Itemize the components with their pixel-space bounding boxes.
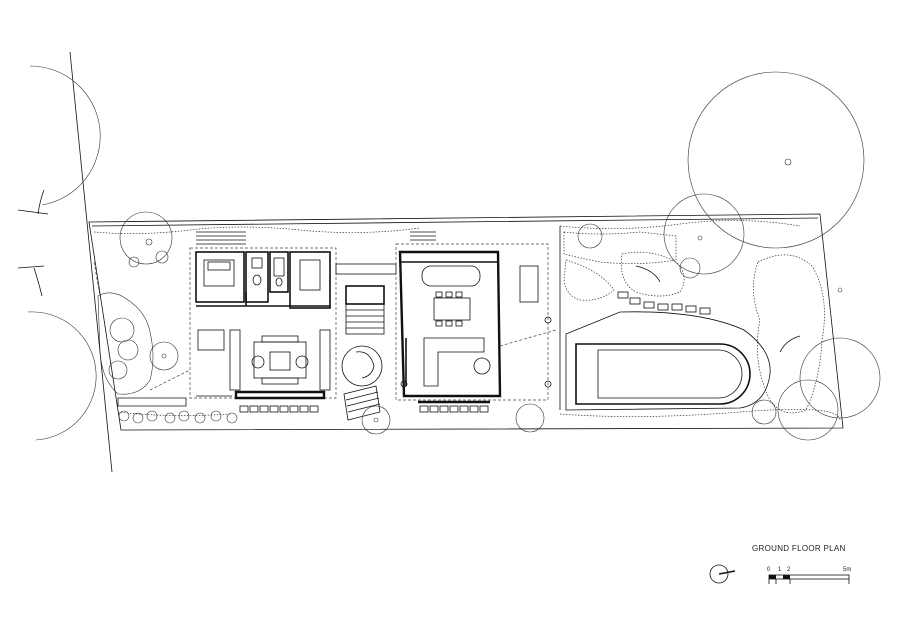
drawing-title: GROUND FLOOR PLAN [752, 544, 846, 553]
front-pavilion [189, 231, 337, 413]
scale-bar: 0 1 2 5m [767, 567, 851, 584]
scale-label: 1 [778, 567, 782, 573]
site-boundary [88, 213, 844, 431]
north-arrow-icon [709, 564, 736, 584]
title-block: GROUND FLOOR PLAN 0 1 2 5m [709, 544, 851, 584]
rear-garden [559, 71, 881, 441]
scale-label: 2 [787, 567, 791, 573]
street-tree-canopy [29, 65, 101, 206]
street-context [17, 51, 113, 473]
rear-pavilion [395, 231, 557, 433]
street-tree-canopy [27, 311, 97, 441]
scale-label: 0 [767, 567, 771, 573]
front-garden [93, 211, 238, 424]
large-tree-canopy [687, 71, 865, 249]
scale-label: 5m [843, 567, 851, 573]
link-and-stair [335, 263, 397, 435]
